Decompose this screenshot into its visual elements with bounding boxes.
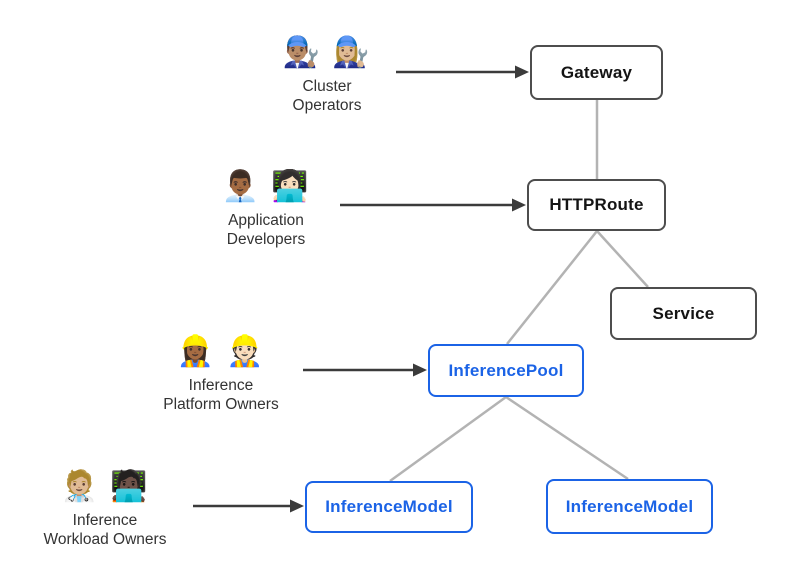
persona-inference-workload-owners: 🧑🏼‍⚕️ 🧑🏿‍💻 Inference Workload Owners: [0, 467, 225, 549]
node-service-label: Service: [652, 303, 715, 323]
connector-httproute-service: [596, 230, 649, 288]
node-inferencepool: InferencePool: [428, 344, 584, 397]
node-gateway: Gateway: [530, 45, 663, 100]
arrow-application-developers-httproute: [340, 198, 526, 212]
persona-inference-platform-owners: 👷🏾‍♀️ 👷🏻 Inference Platform Owners: [101, 332, 341, 414]
persona-cluster-operators: 👨🏽‍🔧 👩🏼‍🔧 Cluster Operators: [207, 33, 447, 115]
application-developers-emoji: 👨🏾‍💼 👩🏻‍💻: [221, 170, 311, 203]
connector-inferencepool-inferencemodel-right: [505, 395, 629, 481]
inference-workload-owners-emoji: 🧑🏼‍⚕️ 🧑🏿‍💻: [60, 470, 150, 503]
node-httproute-label: HTTPRoute: [549, 195, 644, 214]
persona-application-developers: 👨🏾‍💼 👩🏻‍💻 Application Developers: [146, 167, 386, 249]
inference-platform-owners-label: Inference Platform Owners: [163, 377, 279, 413]
arrow-workload-owners-inferencemodel: [193, 499, 304, 513]
node-inferencemodel-right-label: InferenceModel: [565, 496, 694, 516]
arrow-cluster-operators-gateway: [396, 65, 529, 79]
node-inferencemodel-left-label: InferenceModel: [325, 497, 453, 516]
inference-platform-owners-emoji: 👷🏾‍♀️ 👷🏻: [176, 335, 266, 368]
application-developers-label: Application Developers: [226, 212, 306, 248]
node-inferencemodel-right: InferenceModel: [546, 479, 713, 534]
cluster-operators-emoji: 👨🏽‍🔧 👩🏼‍🔧: [282, 36, 372, 69]
node-httproute: HTTPRoute: [527, 179, 666, 231]
node-gateway-label: Gateway: [560, 62, 633, 82]
cluster-operators-label: Cluster Operators: [292, 78, 362, 114]
node-inferencemodel-left: InferenceModel: [305, 481, 473, 533]
connector-inferencepool-inferencemodel-left: [389, 395, 507, 483]
inference-workload-owners-label: Inference Workload Owners: [43, 512, 167, 548]
node-service: Service: [610, 287, 757, 340]
connector-httproute-inferencepool: [506, 230, 598, 345]
arrow-platform-owners-inferencepool: [303, 363, 427, 377]
node-inferencepool-label: InferencePool: [448, 360, 564, 380]
